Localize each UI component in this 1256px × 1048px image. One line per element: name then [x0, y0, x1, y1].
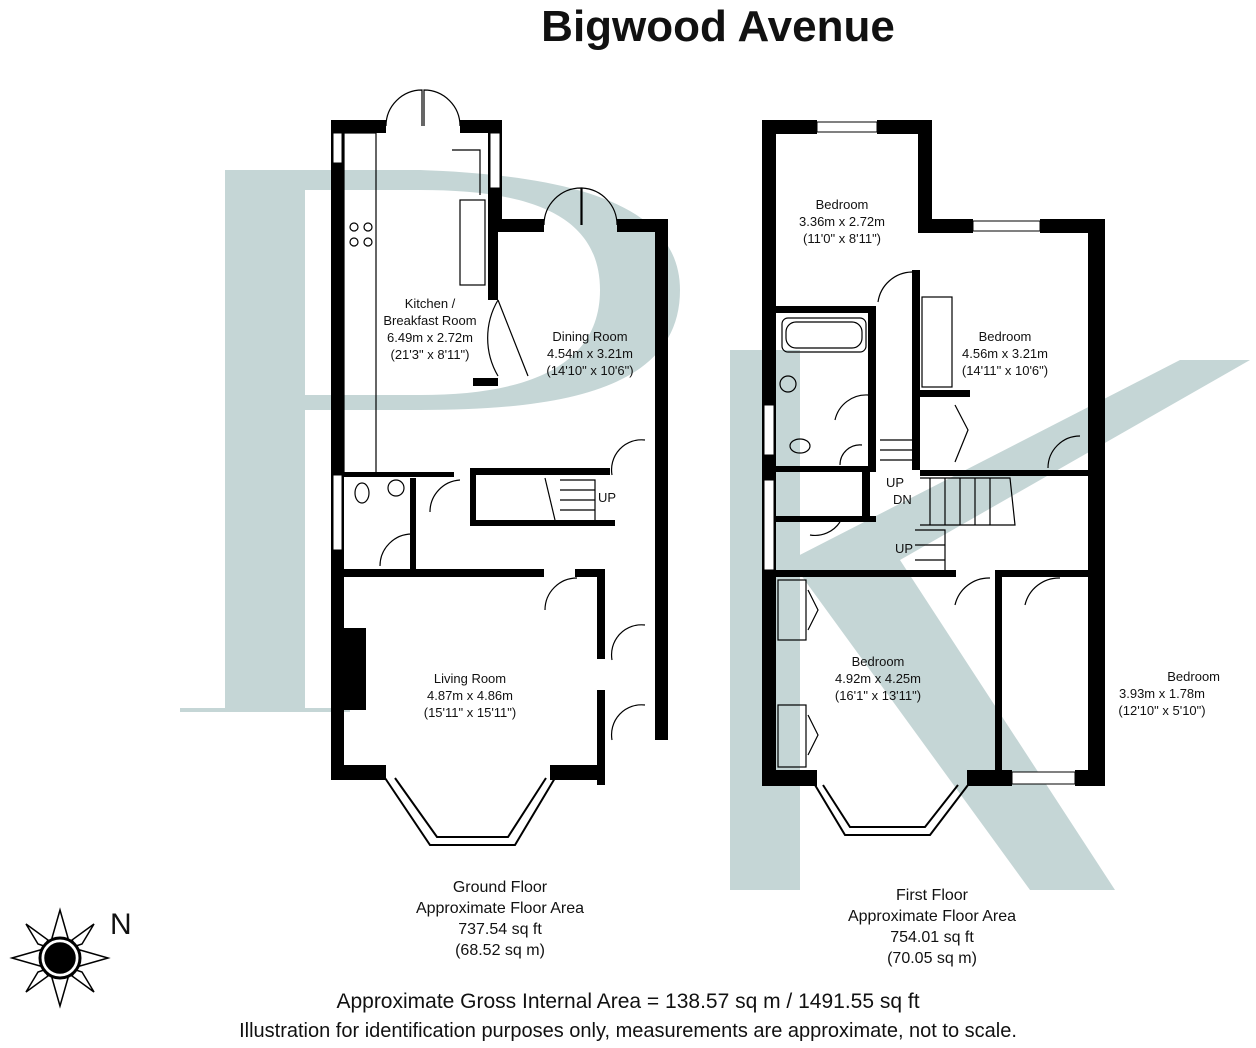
- bedroom1-name: Bedroom: [815, 197, 869, 212]
- ground-floor-details: [343, 89, 646, 741]
- dining-label: Dining Room 4.54m x 3.21m (14'10" x 10'6…: [520, 328, 660, 379]
- first-floor-bay-window: [814, 784, 969, 836]
- ground-floor-subtitle: Approximate Floor Area: [415, 900, 585, 917]
- ground-floor-area: Ground Floor Approximate Floor Area 737.…: [380, 877, 620, 961]
- first-floor-sqm: (70.05 sq m): [887, 950, 977, 967]
- living-metric: 4.87m x 4.86m: [427, 688, 513, 703]
- bedroom2-imperial: (14'11" x 10'6"): [961, 363, 1049, 378]
- bedroom4-imperial: (12'10" x 5'10"): [1118, 703, 1206, 718]
- dining-metric: 4.54m x 3.21m: [547, 346, 633, 361]
- ground-floor-bay-window: [384, 777, 556, 846]
- first-stairs-up-lower: UP: [895, 541, 914, 556]
- living-label: Living Room 4.87m x 4.86m (15'11" x 15'1…: [400, 670, 540, 721]
- ground-floor-title: Ground Floor: [452, 879, 548, 896]
- first-floor-title: First Floor: [896, 887, 968, 904]
- kitchen-name-2: Breakfast Room: [383, 313, 477, 328]
- first-floor-sqft: 754.01 sq ft: [890, 929, 974, 946]
- first-stairs-up: UP: [886, 475, 905, 490]
- bedroom3-metric: 4.92m x 4.25m: [835, 671, 921, 686]
- bedroom3-label: Bedroom 4.92m x 4.25m (16'1" x 13'11"): [808, 653, 948, 704]
- compass-north-label: N: [110, 908, 132, 941]
- bedroom2-name: Bedroom: [978, 329, 1032, 344]
- gross-area-text: Approximate Gross Internal Area = 138.57…: [336, 990, 920, 1013]
- first-floor-details: [777, 271, 1081, 768]
- kitchen-metric: 6.49m x 2.72m: [387, 330, 473, 345]
- ground-floor-sqm: (68.52 sq m): [455, 942, 545, 959]
- kitchen-imperial: (21'3" x 8'11"): [390, 347, 470, 362]
- bedroom1-metric: 3.36m x 2.72m: [799, 214, 885, 229]
- first-stairs-down: DN: [893, 492, 912, 507]
- bedroom3-imperial: (16'1" x 13'11"): [834, 688, 922, 703]
- kitchen-label: Kitchen / Breakfast Room 6.49m x 2.72m (…: [360, 295, 500, 363]
- bedroom4-label: Bedroom 3.93m x 1.78m (12'10" x 5'10"): [1100, 668, 1224, 719]
- compass-rose-icon: [9, 907, 111, 1009]
- bedroom1-label: Bedroom 3.36m x 2.72m (11'0" x 8'11"): [772, 196, 912, 247]
- first-floor-subtitle: Approximate Floor Area: [847, 908, 1017, 925]
- ground-floor-sqft: 737.54 sq ft: [458, 921, 542, 938]
- dining-imperial: (14'10" x 10'6"): [546, 363, 634, 378]
- dining-name: Dining Room: [552, 329, 628, 344]
- bedroom3-name: Bedroom: [851, 654, 905, 669]
- page-title: Bigwood Avenue: [541, 2, 895, 51]
- ground-stairs-up: UP: [598, 490, 617, 505]
- bedroom2-metric: 4.56m x 3.21m: [962, 346, 1048, 361]
- kitchen-name-1: Kitchen /: [404, 296, 456, 311]
- disclaimer-text: Illustration for identification purposes…: [239, 1020, 1017, 1042]
- first-floor-area: First Floor Approximate Floor Area 754.0…: [812, 885, 1052, 969]
- ground-floor-windows: [332, 132, 501, 551]
- first-floor-windows: [763, 121, 1076, 785]
- bedroom2-label: Bedroom 4.56m x 3.21m (14'11" x 10'6"): [935, 328, 1075, 379]
- bedroom4-metric: 3.93m x 1.78m: [1119, 686, 1205, 701]
- living-imperial: (15'11" x 15'11"): [423, 705, 517, 720]
- living-name: Living Room: [433, 671, 507, 686]
- bedroom4-name: Bedroom: [1167, 669, 1220, 684]
- bedroom1-imperial: (11'0" x 8'11"): [802, 231, 882, 246]
